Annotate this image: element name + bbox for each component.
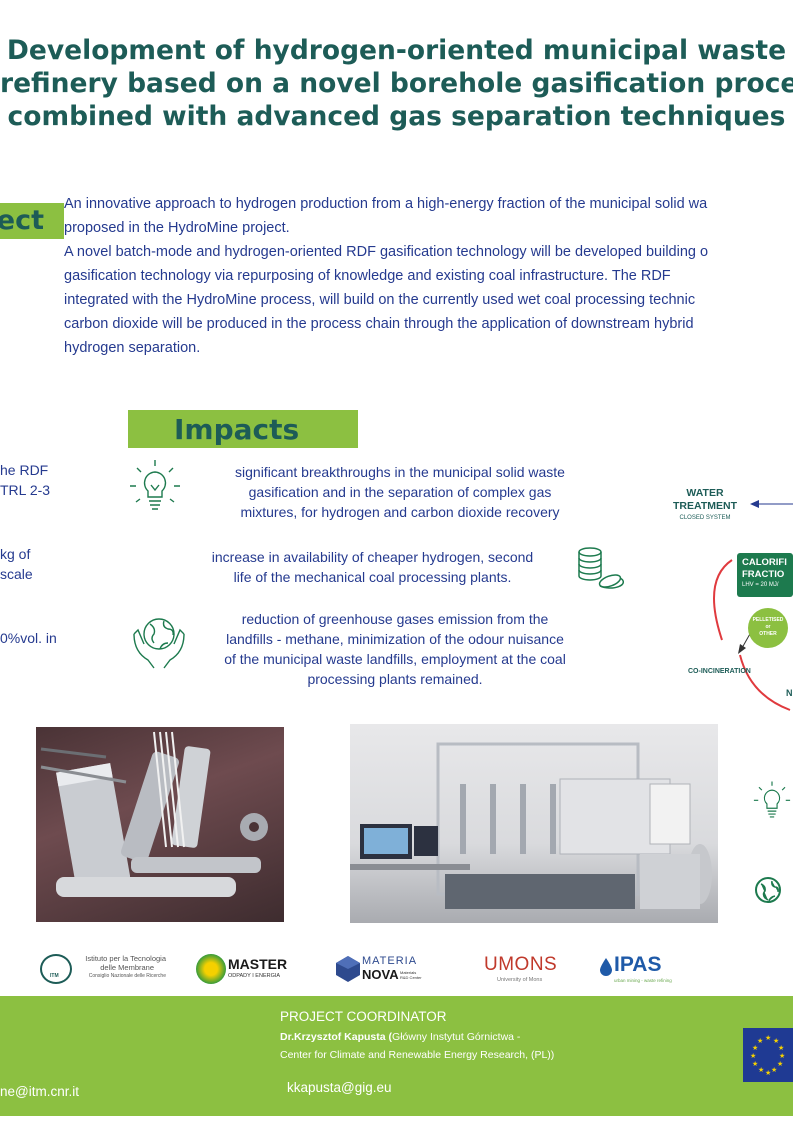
lightbulb-icon	[752, 780, 792, 822]
water-treatment-label: WATER TREATMENT CLOSED SYSTEM	[660, 487, 750, 523]
title-line-1: Development of hydrogen-oriented municip…	[6, 35, 787, 66]
reactor-components-photo	[36, 727, 284, 922]
itm-text-1: Istituto per la Tecnologia	[85, 954, 166, 963]
impacts-heading: Impacts	[174, 413, 300, 446]
left-fragment-a1: he RDF	[0, 462, 49, 478]
water-label-2: TREATMENT	[673, 500, 737, 512]
pellet-label-2: or	[765, 624, 771, 630]
closed-system-label: CLOSED SYSTEM	[679, 515, 731, 521]
intro-line: proposed in the HydroMine project.	[64, 220, 290, 236]
impact-item-1: significant breakthroughs in the municip…	[190, 462, 610, 522]
intro-line: carbon dioxide will be produced in the p…	[64, 316, 694, 332]
master-logo-text: MASTER	[228, 956, 288, 972]
nova-text: NOVA	[362, 967, 399, 982]
svg-text:★: ★	[752, 1044, 758, 1052]
left-fragment-c1: 0%vol. in	[0, 630, 57, 646]
svg-text:★: ★	[765, 1069, 771, 1077]
coins-icon	[574, 544, 625, 592]
coordinator-email[interactable]: kkapusta@gig.eu	[287, 1080, 392, 1095]
water-label-1: WATER	[686, 487, 724, 499]
drop-icon	[600, 958, 612, 976]
intro-line: hydrogen separation.	[64, 340, 201, 356]
svg-text:★: ★	[758, 1066, 764, 1074]
impact-3-line: processing plants remained.	[307, 671, 483, 687]
pellet-label-3: OTHER	[759, 631, 777, 637]
pellet-label-1: PELLETISED	[752, 617, 784, 623]
left-fragment-b2: scale	[0, 566, 33, 582]
globe-hands-icon	[130, 612, 188, 670]
itm-text-3: Consiglio Nazionale delle Ricerche	[88, 973, 166, 979]
intro-line: integrated with the HydroMine process, w…	[64, 292, 696, 308]
impact-2-line: life of the mechanical coal processing p…	[233, 569, 512, 585]
umons-sub: University of Mons	[497, 977, 543, 983]
calorific-label-2: FRACTIO	[742, 569, 785, 580]
svg-text:★: ★	[752, 1060, 758, 1068]
lhv-label: LHV = 20 MJ/	[742, 582, 779, 588]
co-incineration-label: CO-INCINERATION	[688, 668, 751, 675]
eu-flag-icon: ★★★ ★★★ ★★★ ★★★	[743, 1028, 793, 1082]
ipas-sub: urban mining - waste refining	[614, 978, 672, 983]
materia-sub: Materials R&D Center	[400, 970, 422, 980]
impact-2-line: increase in availability of cheaper hydr…	[211, 549, 534, 565]
impacts-heading-tab: Impacts	[128, 410, 358, 448]
svg-text:★: ★	[765, 1034, 771, 1042]
coordinator-org-1: Główny Instytut Górnictwa -	[392, 1031, 521, 1043]
partner-logos: ITM Istituto per la Tecnologia delle Mem…	[0, 950, 793, 990]
lightbulb-icon	[128, 458, 182, 516]
poster-title: Development of hydrogen-oriented municip…	[0, 34, 793, 133]
impact-1-line: gasification and in the separation of co…	[248, 484, 552, 500]
project-heading-tab: ect	[0, 203, 64, 239]
master-logo-mark	[196, 954, 226, 984]
itm-mark-text: ITM	[50, 973, 59, 979]
svg-text:★: ★	[771, 1066, 777, 1074]
left-fragment-a2: TRL 2-3	[0, 482, 51, 498]
materia-nova-logo-mark	[336, 956, 360, 982]
coordinator-line: Dr.Krzysztof Kapusta (Główny Instytut Gó…	[280, 1031, 520, 1043]
diagram-n-label: N	[786, 688, 793, 698]
intro-line: gasification technology via repurposing …	[64, 268, 671, 284]
svg-text:★: ★	[773, 1037, 779, 1045]
master-logo-sub: ODPADY I ENERGIA	[228, 973, 281, 979]
impact-3-line: landfills - methane, minimization of the…	[226, 631, 564, 647]
gas-separation-rig-photo	[350, 724, 718, 923]
itm-logo-mark: ITM	[40, 954, 72, 984]
coordinator-org-2: Center for Climate and Renewable Energy …	[280, 1049, 555, 1061]
pelletised-circle: PELLETISED or OTHER	[748, 608, 788, 648]
materia-text: MATERIA	[362, 955, 418, 967]
globe-icon	[754, 876, 782, 904]
impact-3-line: reduction of greenhouse gases emission f…	[241, 611, 549, 627]
coordinator-label: PROJECT COORDINATOR	[280, 1009, 447, 1024]
itm-logo-text: Istituto per la Tecnologia delle Membran…	[76, 954, 166, 981]
umons-logo: UMONS	[484, 954, 558, 975]
intro-line: A novel batch-mode and hydrogen-oriented…	[64, 244, 709, 260]
calorific-fraction-box: CALORIFI FRACTIO LHV = 20 MJ/	[737, 553, 793, 597]
impact-item-3: reduction of greenhouse gases emission f…	[190, 609, 600, 689]
svg-text:★: ★	[777, 1060, 783, 1068]
intro-line: An innovative approach to hydrogen produ…	[64, 196, 708, 212]
calorific-label-1: CALORIFI	[742, 557, 787, 568]
itm-text-2: delle Membrane	[100, 963, 154, 972]
project-heading: ect	[0, 205, 44, 236]
project-description: An innovative approach to hydrogen produ…	[64, 192, 793, 360]
impact-item-2: increase in availability of cheaper hydr…	[170, 547, 575, 587]
impact-1-line: significant breakthroughs in the municip…	[235, 464, 565, 480]
footer-band: PROJECT COORDINATOR Dr.Krzysztof Kapusta…	[0, 996, 793, 1116]
svg-text:★: ★	[750, 1052, 756, 1060]
svg-text:★: ★	[778, 1044, 784, 1052]
left-contact-email[interactable]: ne@itm.cnr.it	[0, 1084, 79, 1099]
impact-3-line: of the municipal waste landfills, employ…	[224, 651, 566, 667]
impact-1-line: mixtures, for hydrogen and carbon dioxid…	[240, 504, 560, 520]
ipas-logo: IPAS	[614, 953, 662, 976]
title-line-2: refinery based on a novel borehole gasif…	[0, 68, 793, 99]
coordinator-name: Dr.Krzysztof Kapusta (	[280, 1031, 393, 1043]
svg-text:★: ★	[779, 1052, 785, 1060]
title-line-3: combined with advanced gas separation te…	[7, 101, 786, 132]
svg-text:★: ★	[757, 1037, 763, 1045]
left-fragment-b1: kg of	[0, 546, 31, 562]
